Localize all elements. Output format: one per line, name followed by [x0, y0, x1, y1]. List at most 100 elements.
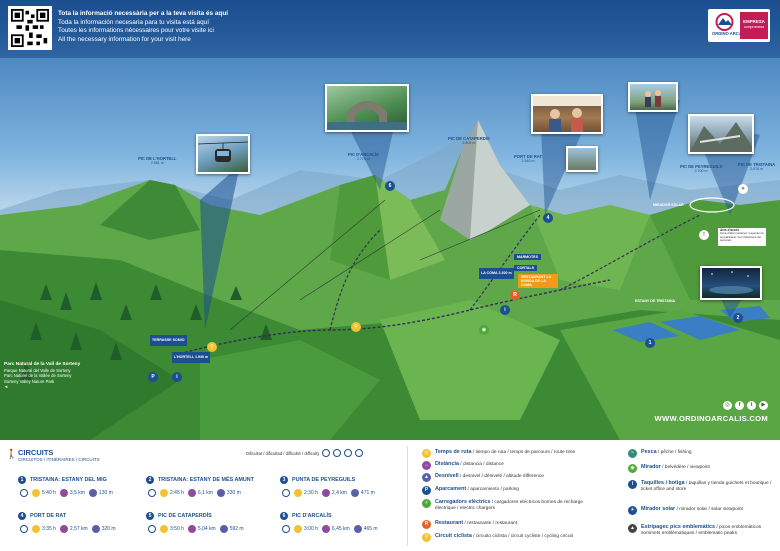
legend-route-time: ◷ Temps de ruta / tiempo de ruta / temps… — [422, 449, 592, 458]
distance-icon: ↔ — [422, 461, 431, 470]
peak-peyreguils-alt: 2.700 m — [694, 169, 708, 173]
solar-viewpoint-marker[interactable]: ☀ — [738, 184, 748, 194]
route-1-number: 1 — [18, 476, 26, 484]
route-6-name: PIC D'ARCALÍS — [292, 513, 332, 519]
hortell-base-label[interactable]: L'HORTELL 1.940 m — [172, 352, 211, 363]
viewpoint-marker[interactable]: ◉ — [479, 325, 489, 335]
difficulty-icon — [282, 525, 290, 533]
legend-ticket-office: i Taquilles i botiga / taquillas y tiend… — [628, 480, 773, 493]
route-marker-4[interactable]: 4 — [543, 213, 553, 223]
peak-port-de-rat-alt: 2.540 m — [521, 159, 535, 163]
legend-solar-viewpoint-title: Mirador solar — [641, 506, 676, 512]
route-1-elevation: 130 m — [98, 490, 113, 496]
time-icon — [160, 489, 168, 497]
fish-icon: ~ — [628, 449, 637, 458]
difficulty-icon — [20, 489, 28, 497]
route-5-elevation: 592 m — [229, 526, 244, 532]
legend-chargers: ⚡ Carregadors elèctrics / cargadores elé… — [422, 499, 592, 512]
elevation-icon: ▲ — [422, 473, 431, 482]
info-banner — [0, 0, 780, 58]
peak-hortell: PIC DE L'HORTELL 2.561 m — [138, 156, 176, 166]
legend-parking-desc: / aparcamiento / parking — [466, 487, 519, 492]
difficulty-label: Dificultat / dificultad / difficulté / d… — [246, 450, 320, 456]
distance-icon — [321, 489, 330, 497]
hiker-icon: 🚶 — [6, 449, 18, 459]
time-icon — [32, 489, 40, 497]
route-4-elevation: 320 m — [101, 526, 116, 532]
legend-distance-desc: / distancia / distance — [458, 462, 504, 467]
circuits-heading: CIRCUITS CIRCUITOS / ITINÉRAIRES / CIRCU… — [18, 448, 100, 462]
legend-cycling-title: Circuit ciclista — [435, 533, 472, 539]
route-2-time: 2:45 h — [170, 490, 184, 496]
legend-parking-title: Aparcament — [435, 486, 467, 492]
route-marker-6[interactable]: 6 — [385, 181, 395, 191]
restaurant-label[interactable]: RESTAURANT LA BORDA DE LA COMA — [518, 274, 558, 288]
legend-restaurant-desc: / restaurante / restaurant — [463, 521, 518, 526]
resort-map: Tota la informació necessària per a la t… — [0, 0, 780, 440]
route-marker-1[interactable]: 1 — [645, 338, 655, 348]
resort-logo: ORDINO ARCALÍS EMPRESA compromesa — [708, 9, 770, 42]
instagram-icon[interactable]: ◎ — [723, 401, 732, 410]
time-icon — [160, 525, 168, 533]
bike-marker[interactable]: ⚲ — [207, 342, 217, 352]
info-marker-coma[interactable]: i — [500, 305, 510, 315]
left-arrow-icon: ◄ — [4, 384, 9, 390]
peak-cataperdis: PIC DE CATAPERDÍS 2.805 m — [448, 136, 490, 146]
cortals-label: CORTALS — [514, 265, 538, 271]
bike-marker-2[interactable]: ⚲ — [351, 322, 361, 332]
stars-icon — [709, 271, 753, 294]
time-icon — [32, 525, 40, 533]
website-link[interactable]: WWW.ORDINOARCALIS.COM — [654, 414, 768, 423]
ticket-office-marker[interactable]: i — [172, 372, 182, 382]
peak-port-de-rat: PORT DE RAT 2.540 m — [514, 154, 542, 164]
legend-distance-title: Distància — [435, 461, 459, 467]
twitter-icon[interactable]: t — [747, 401, 756, 410]
legend-route-time-desc: / tiempo de ruta / temps de parcours / r… — [471, 450, 576, 455]
route-4-time: 3:35 h — [42, 526, 56, 532]
peak-port-de-rat-name: PORT DE RAT — [514, 154, 543, 159]
parking-icon: P — [422, 486, 431, 495]
route-3-distance: 2,4 km — [331, 490, 347, 496]
terrasse-label[interactable]: TERRASSE SOMIO — [150, 335, 187, 346]
parking-marker[interactable]: P — [148, 372, 158, 382]
elevation-icon — [91, 525, 100, 533]
peak-hortell-name: PIC DE L'HORTELL — [138, 156, 177, 161]
distance-icon — [59, 525, 68, 533]
ordino-logo-icon — [715, 13, 734, 31]
facebook-icon[interactable]: f — [735, 401, 744, 410]
viewpoint-icon: ◉ — [628, 464, 637, 473]
platform-icon — [690, 122, 752, 152]
restaurant-marker[interactable]: R — [510, 290, 520, 300]
youtube-icon[interactable]: ▶ — [759, 401, 768, 410]
difficulty-easy-icon — [322, 449, 331, 457]
info-line-fr: Toutes les informations nécessaires pour… — [58, 27, 214, 35]
info-line-ca: Tota la informació necessària per a la t… — [58, 10, 229, 17]
peak-arcalis: PIC D'ARCALÍS 2.776 m — [348, 152, 379, 162]
la-coma-station[interactable]: LA COMA 2.200 m — [479, 268, 514, 279]
difficulty-expert-icon — [355, 449, 364, 457]
distance-icon — [59, 489, 68, 497]
access-warning: Avís d'accés Zona d'alta muntanya, respe… — [718, 228, 766, 246]
elevation-icon — [216, 489, 225, 497]
legend-solar-viewpoint-desc: / mirador solar / solar viewpoint — [675, 507, 743, 512]
route-4-number: 4 — [18, 512, 26, 520]
company-tag: EMPRESA compromesa — [740, 12, 768, 39]
legend-restaurant: R Restaurant / restaurante / restaurant — [422, 520, 592, 529]
route-2-elevation: 330 m — [226, 490, 241, 496]
gondola-photo — [196, 134, 250, 174]
legend-elevation-title: Desnivell — [435, 473, 459, 479]
route-marker-2[interactable]: 2 — [733, 313, 743, 323]
warning-marker[interactable]: ! — [699, 230, 709, 240]
route-3-time: 2:30 h — [304, 490, 318, 496]
legend-viewpoint: ◉ Mirador / belvédère / viewpoint — [628, 464, 773, 473]
company-tag-title: EMPRESA — [743, 19, 765, 24]
qr-code[interactable] — [8, 6, 52, 50]
mirador-label: MIRADOR SOLAR — [653, 203, 684, 207]
difficulty-icon — [148, 489, 156, 497]
